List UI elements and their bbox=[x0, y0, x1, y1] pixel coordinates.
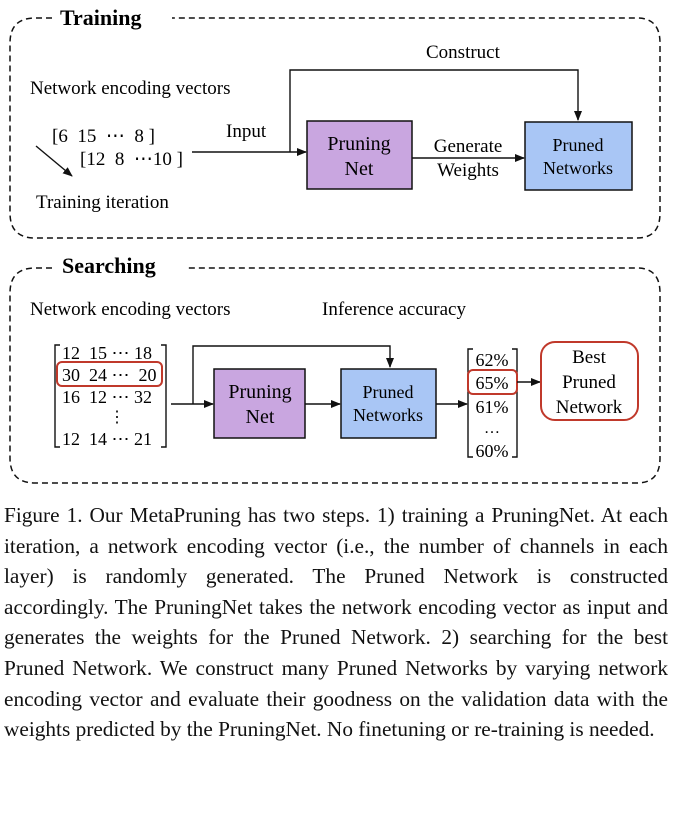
searching-panel-border bbox=[9, 267, 661, 484]
searching-pruned-networks-label-2: Networks bbox=[353, 405, 423, 425]
matrix-row-2: 30 24 ⋯ 20 bbox=[62, 365, 157, 385]
training-construct-arrow bbox=[289, 69, 582, 152]
training-generate-label-1: Generate bbox=[434, 136, 503, 157]
searching-pruned-networks-box bbox=[340, 368, 437, 439]
matrix-highlight bbox=[56, 361, 163, 387]
training-vector-2: [12 8 ⋯10 ] bbox=[80, 149, 183, 170]
training-vector-1: [6 15 ⋯ 8 ] bbox=[52, 126, 155, 147]
searching-pruning-net-box bbox=[213, 368, 306, 439]
matrix-row-5: 12 14 ⋯ 21 bbox=[62, 429, 152, 449]
searching-title: Searching bbox=[62, 253, 156, 278]
best-pruned-network-box bbox=[540, 341, 639, 421]
training-panel-border bbox=[9, 17, 661, 239]
searching-pruned-networks-label-1: Pruned bbox=[363, 382, 414, 402]
searching-encoding-label: Network encoding vectors bbox=[30, 299, 231, 320]
training-pruning-net-label-2: Net bbox=[345, 158, 374, 180]
training-pruned-networks-label-1: Pruned bbox=[553, 135, 604, 155]
searching-accuracy-label: Inference accuracy bbox=[322, 299, 466, 320]
accuracy-value-1: 62% bbox=[476, 350, 509, 370]
accuracy-value-2: 65% bbox=[476, 373, 509, 393]
matrix-row-1: 12 15 ⋯ 18 bbox=[62, 343, 152, 363]
searching-pruning-net-label-1: Pruning bbox=[228, 381, 291, 403]
training-generate-label-2: Weights bbox=[437, 160, 499, 181]
searching-construct-arrow bbox=[192, 345, 394, 404]
training-pruned-networks-label-2: Networks bbox=[543, 158, 613, 178]
training-construct-label: Construct bbox=[426, 42, 501, 63]
accuracy-left-bracket bbox=[467, 348, 473, 458]
matrix-right-bracket bbox=[161, 344, 167, 448]
matrix-row-3: 16 12 ⋯ 32 bbox=[62, 387, 152, 407]
best-pruned-network-label-1: Best bbox=[572, 347, 607, 368]
training-title: Training bbox=[60, 5, 142, 30]
training-iteration-label: Training iteration bbox=[36, 192, 169, 213]
accuracy-value-3: 61% bbox=[476, 397, 509, 417]
metapruning-diagram: Training Network encoding vectors [6 15 … bbox=[9, 5, 661, 484]
figure-caption: Figure 1. Our MetaPruning has two steps.… bbox=[4, 503, 668, 742]
best-pruned-network-label-3: Network bbox=[556, 397, 623, 418]
accuracy-value-4: … bbox=[484, 420, 500, 437]
training-input-label: Input bbox=[226, 121, 267, 142]
training-pruning-net-box bbox=[306, 120, 413, 190]
accuracy-right-bracket bbox=[512, 348, 518, 458]
matrix-left-bracket bbox=[54, 344, 60, 448]
matrix-row-4: ⋮ bbox=[109, 409, 125, 426]
training-iteration-arrow bbox=[35, 145, 73, 177]
training-encoding-label: Network encoding vectors bbox=[30, 78, 231, 99]
accuracy-value-5: 60% bbox=[476, 441, 509, 461]
training-pruning-net-label-1: Pruning bbox=[327, 133, 390, 155]
best-pruned-network-label-2: Pruned bbox=[562, 372, 616, 393]
training-pruned-networks-box bbox=[524, 121, 633, 191]
searching-pruning-net-label-2: Net bbox=[246, 406, 275, 428]
